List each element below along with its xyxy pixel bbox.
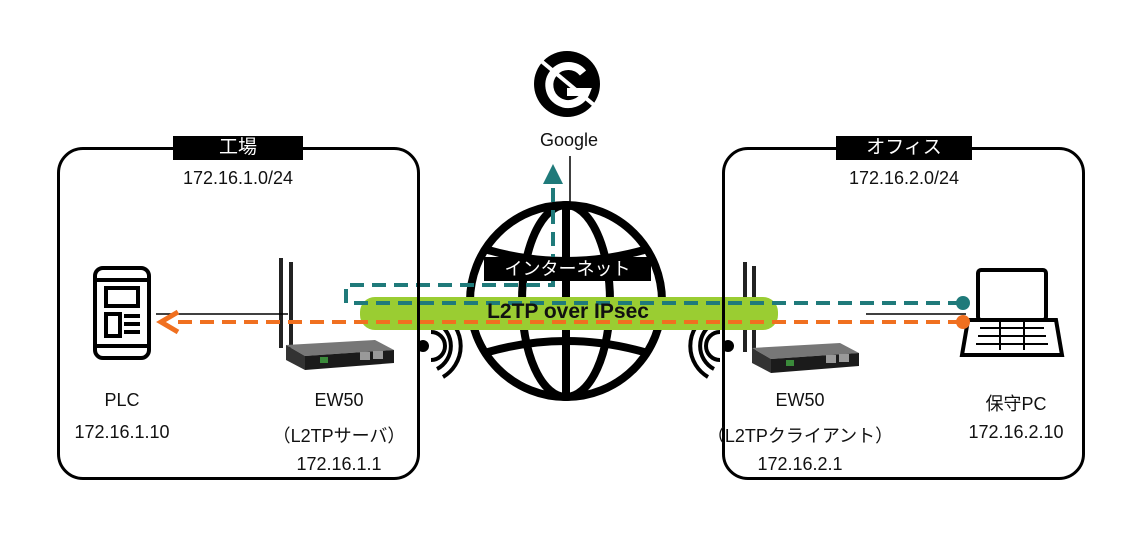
left-router-icon: [279, 258, 394, 370]
left-subnet: 172.16.1.0/24: [182, 168, 294, 188]
google-logo-icon: [534, 51, 602, 117]
internet-label: インターネット: [484, 257, 651, 281]
orange-path-origin-dot: [956, 315, 970, 329]
right-subnet: 172.16.2.0/24: [848, 168, 960, 188]
plc-ip: 172.16.1.10: [74, 422, 170, 442]
right-router-name: EW50: [775, 390, 825, 410]
google-label: Google: [539, 130, 599, 150]
pc-name: 保守PC: [985, 394, 1047, 414]
right-router-ip: 172.16.2.1: [757, 454, 843, 474]
right-router-role: （L2TPクライアント）: [706, 426, 894, 446]
teal-path-origin-dot: [956, 296, 970, 310]
left-router-ip: 172.16.1.1: [296, 454, 382, 474]
pc-ip: 172.16.2.10: [968, 422, 1064, 442]
teal-arrowhead: [543, 164, 563, 184]
orange-arrowhead: [156, 309, 180, 335]
right-site-title: オフィス: [836, 136, 972, 160]
plc-name: PLC: [104, 390, 140, 410]
laptop-icon: [959, 268, 1065, 357]
tunnel-label: L2TP over IPsec: [487, 300, 649, 323]
left-router-name: EW50: [314, 390, 364, 410]
plc-icon: [93, 266, 151, 360]
left-site-title: 工場: [173, 136, 303, 160]
left-router-role: （L2TPサーバ）: [272, 426, 406, 446]
